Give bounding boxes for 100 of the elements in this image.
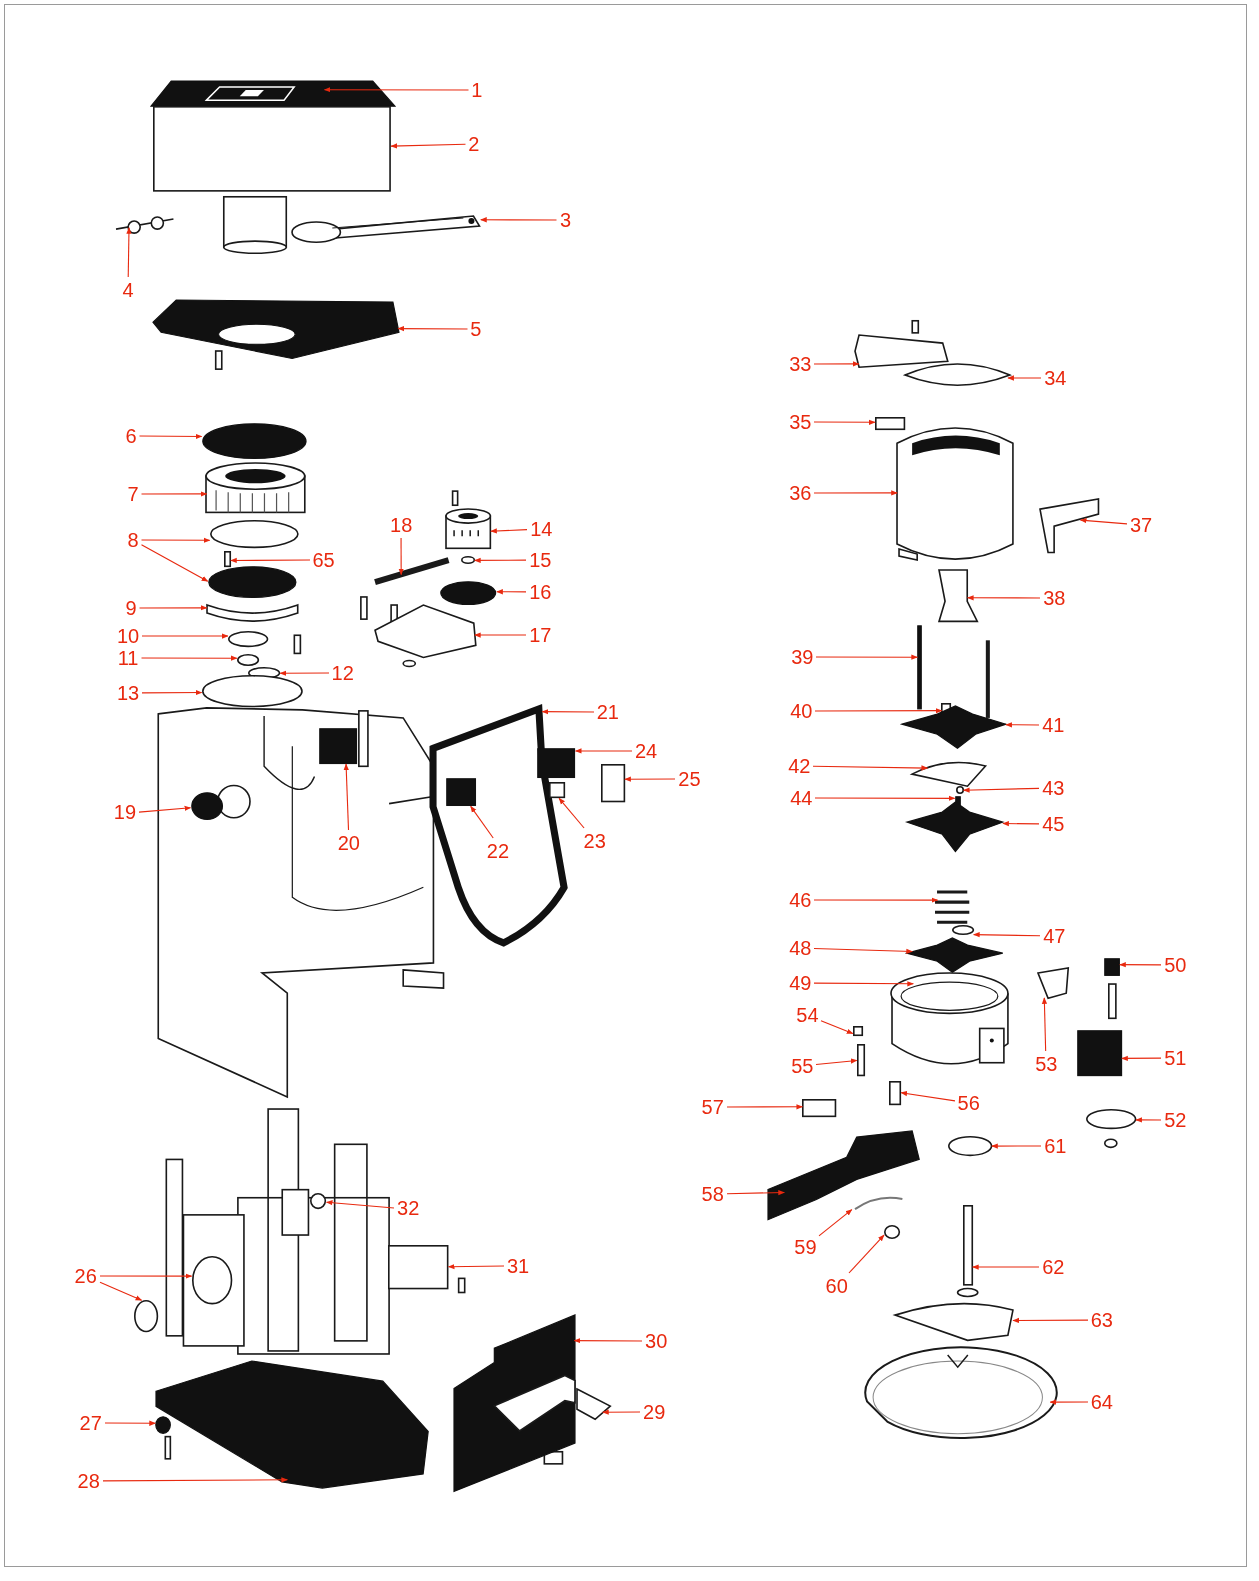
leader-line [963,787,1040,793]
callout-number: 54 [795,1004,820,1027]
cap-part [1103,957,1120,976]
callout-number: 21 [595,700,620,723]
collar-part [204,461,306,514]
callout-number: 60 [824,1275,849,1298]
callout-number: 34 [1043,367,1068,389]
leader-line [1049,1399,1089,1405]
plate-part [600,764,625,803]
callout-number: 47 [1042,925,1067,948]
callout-number: 59 [793,1235,818,1258]
leader-line [541,709,595,715]
leader-line [848,1234,885,1274]
leader-line [397,326,469,332]
leader-line [141,633,229,639]
callout-number: 1 [470,78,484,101]
leader-line [624,776,676,782]
leader-line [814,795,956,801]
callout-number: 46 [788,889,813,912]
leader-line [140,544,209,582]
callout-number: 23 [582,829,607,852]
callout-number: 48 [788,936,813,959]
foot-part [1085,1108,1136,1129]
callout-number: 10 [115,625,141,648]
screw-part [223,551,231,568]
callout-number: 43 [1041,777,1066,800]
leader-line [398,537,404,576]
leader-line [1041,997,1048,1052]
star-wheel-part [905,937,1005,974]
callout-number: 19 [112,801,138,824]
callout-number: 39 [790,646,815,669]
callout-number: 6 [124,425,138,448]
bolt-part [962,1204,973,1286]
knob-part [190,792,223,821]
relay-part [388,1244,449,1290]
leader-line [474,557,527,563]
callout-number: 25 [677,768,702,791]
leader-line [1005,722,1040,728]
block-part [1076,1030,1122,1077]
gear-ring-part [201,423,307,460]
callout-number: 50 [1163,953,1188,976]
callout-number: 55 [790,1055,815,1078]
base-plate-part [154,1358,431,1490]
leader-line [138,805,192,813]
callout-number: 42 [787,755,812,778]
callout-number: 36 [788,481,813,504]
plate-part [893,1300,1015,1343]
lever-part [766,1128,922,1222]
callout-number: 26 [73,1265,98,1288]
ring-part [236,654,260,667]
wedge-part [910,760,987,789]
bracket-part [1038,496,1101,555]
hopper-part [153,105,392,192]
callout-number: 14 [529,518,554,541]
callout-number: 9 [124,596,138,619]
leader-line [104,1420,156,1426]
housing-ring-part [890,970,1010,1067]
callout-number: 2 [467,133,481,156]
tray-part [151,298,402,361]
leader-line [602,1409,641,1415]
callout-number: 38 [1042,586,1067,609]
callout-number: 63 [1089,1309,1114,1332]
callout-number: 32 [396,1196,421,1219]
leader-line [900,1090,956,1102]
bracket-part [318,727,357,765]
leader-line [1012,1317,1089,1324]
leader-line [574,748,633,754]
leader-line [991,1143,1042,1149]
callout-number: 52 [1163,1108,1188,1131]
leader-line [480,217,558,223]
bracket-plate-part [372,602,478,660]
bracket-part [852,332,950,369]
leader-line [1079,518,1128,525]
leader-line [474,632,527,638]
screw-part [852,1026,863,1037]
leader-line [973,932,1041,938]
leader-line [230,557,311,564]
callout-number: 12 [330,662,355,685]
leader-line [815,654,918,660]
leader-line [138,605,208,611]
callout-number: 22 [485,839,511,862]
callout-number: 16 [528,580,553,603]
callout-number: 4 [121,279,135,302]
knob-part [134,1300,159,1333]
leader-line [1007,375,1042,381]
bushing-part [113,214,177,235]
leader-line [813,981,914,987]
clamp-part [1036,965,1071,1000]
callout-number: 7 [126,482,140,505]
switch-part [802,1098,837,1117]
callout-number: 27 [78,1412,103,1435]
leader-line [813,947,913,954]
ring-part [201,675,303,708]
fork-part [575,1387,613,1422]
callout-number: 53 [1034,1053,1059,1076]
leader-line [1121,1055,1162,1061]
ring-part [951,925,974,936]
callout-number: 61 [1043,1135,1068,1158]
callout-number: 37 [1128,514,1154,537]
clip-part [874,417,906,431]
